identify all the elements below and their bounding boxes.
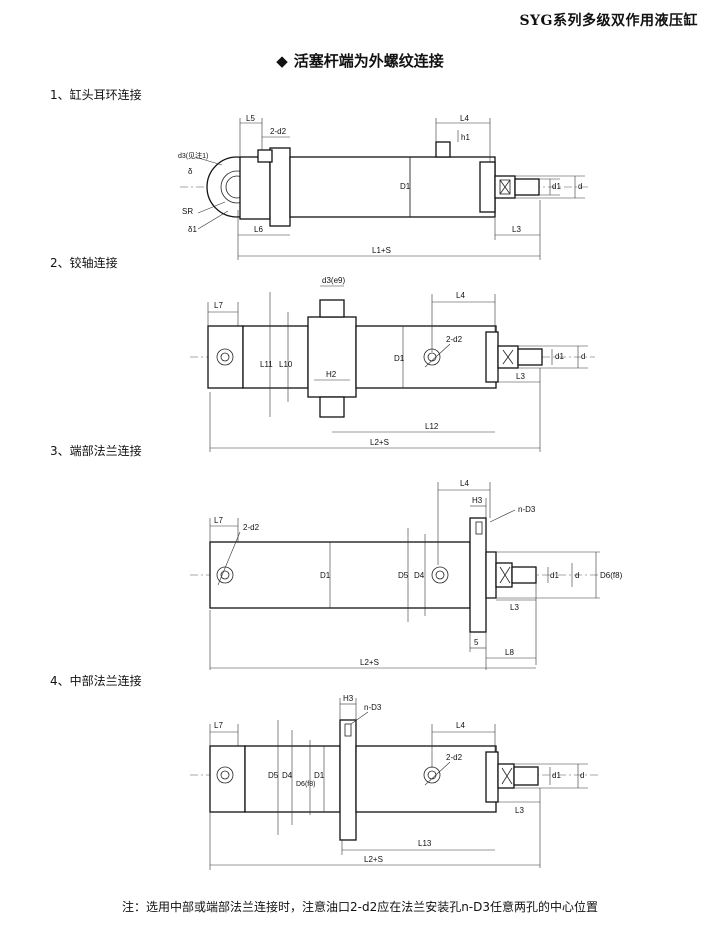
dim-D1: D1 [400, 182, 411, 191]
drawing-trunnion: L7 d3(e9) L4 L11 L10 D1 2-d2 H2 d1 d L3 … [190, 276, 595, 452]
dim-L7: L7 [214, 516, 223, 525]
dim-h1: h1 [461, 133, 470, 142]
drawing-clevis-head: L5 2-d2 L4 h1 d3(见注1) δ SR δ1 L6 D1 d1 d… [178, 114, 590, 260]
dim-d3e9: d3(e9) [322, 276, 345, 285]
dim-L11: L11 [260, 360, 273, 369]
dim-D4: D4 [414, 571, 425, 580]
dim-L2S: L2+S [360, 658, 379, 667]
dim-L3: L3 [515, 806, 524, 815]
dim-L10: L10 [279, 360, 293, 369]
dim-d1: d1 [550, 571, 559, 580]
dim-H3: H3 [343, 694, 354, 703]
dim-L5: L5 [246, 114, 255, 123]
section-label-4: 4、中部法兰连接 [50, 674, 142, 688]
dim-L3: L3 [516, 372, 525, 381]
dim-L6: L6 [254, 225, 263, 234]
dim-H3: H3 [472, 496, 483, 505]
section-label-1: 1、缸头耳环连接 [50, 88, 142, 102]
dim-d: d [581, 352, 585, 361]
dim-L12: L12 [425, 422, 439, 431]
dim-d: d [575, 571, 579, 580]
dim-L7: L7 [214, 721, 223, 730]
section-label-3: 3、端部法兰连接 [50, 444, 142, 458]
dim-L1S: L1+S [372, 246, 391, 255]
dim-nD3: n-D3 [518, 505, 536, 514]
dim-D1: D1 [394, 354, 405, 363]
dim-d: d [578, 182, 582, 191]
diamond-bullet-icon: ◆ [276, 52, 288, 70]
dim-D1: D1 [320, 571, 331, 580]
footnote: 注：选用中部或端部法兰连接时，注意油口2-d2应在法兰安装孔n-D3任意两孔的中… [121, 900, 599, 914]
dim-2-d2: 2-d2 [270, 127, 287, 136]
dim-2-d2: 2-d2 [243, 523, 260, 532]
dim-D4: D4 [282, 771, 293, 780]
dim-D1: D1 [314, 771, 325, 780]
dim-L4: L4 [460, 479, 469, 488]
dim-D5: D5 [398, 571, 409, 580]
section-label-2: 2、铰轴连接 [50, 256, 118, 270]
dim-d1: d1 [555, 352, 564, 361]
dim-L4: L4 [456, 291, 465, 300]
dim-nD3: n-D3 [364, 703, 382, 712]
dim-d1: d1 [552, 771, 561, 780]
dim-D6: D6(f8) [296, 781, 315, 788]
header-title: SYG系列多级双作用液压缸 [519, 13, 698, 29]
dim-H2: H2 [326, 370, 337, 379]
drawing-mid-flange: H3 n-D3 L7 L4 2-d2 D5 D4 D6(f8) D1 d1 d … [190, 694, 600, 870]
dim-L3: L3 [512, 225, 521, 234]
page-title: ◆ 活塞杆端为外螺纹连接 [0, 50, 720, 71]
dim-L2S: L2+S [370, 438, 389, 447]
dim-L13: L13 [418, 839, 432, 848]
dim-D5: D5 [268, 771, 279, 780]
dim-d3: d3(见注1) [178, 151, 208, 160]
dim-delta1: δ1 [188, 225, 197, 234]
dim-L8: L8 [505, 648, 514, 657]
dim-d: d [580, 771, 584, 780]
dim-SR: SR [182, 207, 193, 216]
dim-L4: L4 [460, 114, 469, 123]
page-title-text: 活塞杆端为外螺纹连接 [293, 52, 444, 70]
dim-L3: L3 [510, 603, 519, 612]
dim-5: 5 [474, 638, 479, 647]
dim-L7: L7 [214, 301, 223, 310]
dim-d1: d1 [552, 182, 561, 191]
dim-L4: L4 [456, 721, 465, 730]
dim-L2S: L2+S [364, 855, 383, 864]
drawing-end-flange: L4 H3 n-D3 L7 2-d2 D1 D5 D4 d1 d D6(f8) … [190, 479, 623, 670]
dim-2-d2: 2-d2 [446, 335, 463, 344]
dim-D6: D6(f8) [600, 571, 623, 580]
dim-delta: δ [188, 167, 193, 176]
dim-2-d2: 2-d2 [446, 753, 463, 762]
